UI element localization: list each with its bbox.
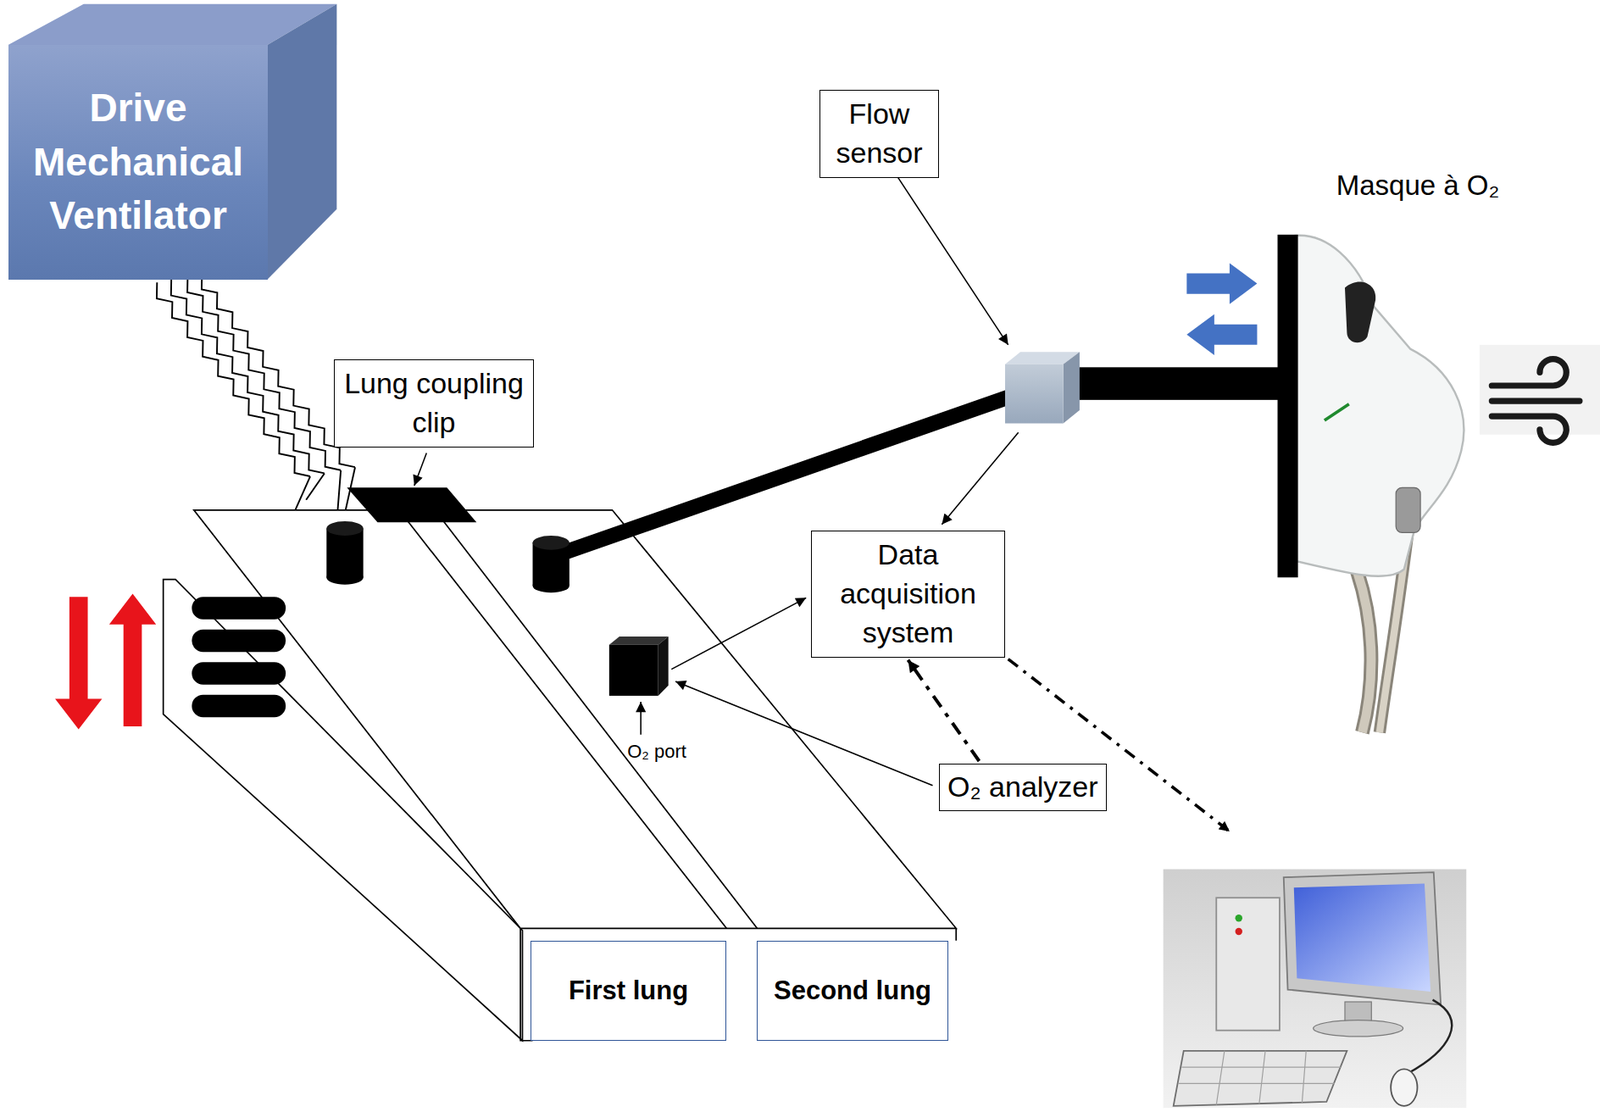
mask-bar: [1277, 234, 1299, 578]
ventilator-tubing: [171, 279, 325, 474]
computer-icon: [1313, 1020, 1404, 1037]
part-label: Masque à O₂: [1336, 169, 1500, 202]
flow-sensor-cube: [1063, 351, 1080, 423]
oxygen-mask: [1356, 571, 1372, 733]
leader-arrow: [898, 177, 1009, 345]
mask-bar: [1277, 234, 1299, 578]
weight-stack: [191, 596, 286, 619]
port-cylinder: [326, 521, 570, 593]
ventilator-box: Drive Mechanical Ventilator: [8, 44, 268, 280]
computer-icon: [1163, 869, 1467, 1109]
leader-arrow: [414, 177, 1230, 832]
port-cylinder: [326, 528, 363, 578]
node-text: O₂ analyzer: [947, 767, 1099, 807]
lung-box: Second lung: [756, 940, 949, 1041]
oxygen-port-cube: [609, 644, 659, 696]
analyzer-box: O₂ analyzer: [938, 763, 1107, 812]
weight-stack: [191, 629, 286, 652]
wind-icon: [1479, 344, 1600, 444]
flow-direction-arrows: [1186, 263, 1257, 305]
lung-box: First lung: [530, 940, 727, 1041]
oxygen-port-cube: [609, 636, 669, 645]
computer-icon: [1390, 1068, 1417, 1106]
computer-icon: [1283, 872, 1441, 1005]
coupling-clip: [346, 487, 477, 523]
computer-icon: [1235, 927, 1243, 935]
node-text: Flow sensor: [823, 94, 935, 173]
port-cylinder: [326, 521, 363, 536]
flow-sensor-cube: [1005, 351, 1080, 423]
computer-icon: [1408, 1000, 1453, 1074]
motion-arrows: [55, 596, 102, 729]
computer-icon: [1235, 914, 1243, 922]
node-text: Lung coupling clip: [338, 364, 530, 443]
acquisition-box: Data acquisition system: [811, 530, 1006, 658]
oxygen-mask: [1288, 235, 1465, 577]
port-cylinder: [326, 570, 363, 585]
computer-icon: [1163, 869, 1467, 1109]
sensor-label-box: Flow sensor: [819, 89, 939, 178]
port-label: O₂ port: [627, 740, 687, 763]
ventilator-faces: [8, 4, 338, 280]
oxygen-mask: [1288, 235, 1465, 733]
motion-arrows: [109, 594, 156, 727]
leader-arrow: [675, 681, 933, 786]
oxygen-mask: [1324, 404, 1350, 421]
flow-sensor-cube: [1005, 364, 1064, 424]
dashed-arrow: [908, 660, 980, 762]
weight-stack: [191, 661, 286, 684]
ventilator-tubing: [187, 276, 341, 471]
oxygen-mask: [1344, 281, 1376, 343]
ventilator-tubing: [156, 282, 311, 477]
clip-label-box: Lung coupling clip: [333, 359, 534, 448]
coupling-clip: [346, 487, 477, 523]
flow-direction-arrows: [1186, 314, 1257, 356]
ventilator-tubing: [201, 272, 356, 467]
computer-icon: [1178, 1050, 1341, 1106]
leader-arrow: [414, 452, 427, 486]
node-text: Second lung: [773, 975, 932, 1006]
oxygen-mask: [1395, 487, 1421, 533]
weight-stack: [191, 596, 286, 717]
wind-icon: [1479, 344, 1600, 435]
computer-icon: [1294, 883, 1431, 992]
leader-arrow: [941, 432, 1018, 524]
node-text: Drive Mechanical Ventilator: [13, 81, 263, 243]
wind-icon: [1491, 359, 1580, 444]
computer-icon: [1173, 1050, 1348, 1106]
airway-tube: [556, 366, 1281, 555]
node-text: Data acquisition system: [815, 535, 1001, 653]
flow-direction-arrows: [1186, 263, 1257, 356]
node-text: First lung: [568, 975, 689, 1006]
oxygen-port-cube: [658, 636, 669, 696]
port-cylinder: [533, 577, 570, 593]
ventilator-faces: [266, 4, 337, 280]
airway-tube: [1076, 366, 1281, 400]
weight-stack: [191, 694, 286, 717]
oxygen-port-cube: [609, 636, 669, 696]
oxygen-mask: [1356, 571, 1372, 733]
port-cylinder: [533, 535, 570, 550]
leader-arrow: [639, 701, 642, 735]
computer-icon: [1216, 897, 1280, 1030]
leader-arrow: [671, 597, 806, 669]
motion-arrows: [55, 594, 156, 730]
